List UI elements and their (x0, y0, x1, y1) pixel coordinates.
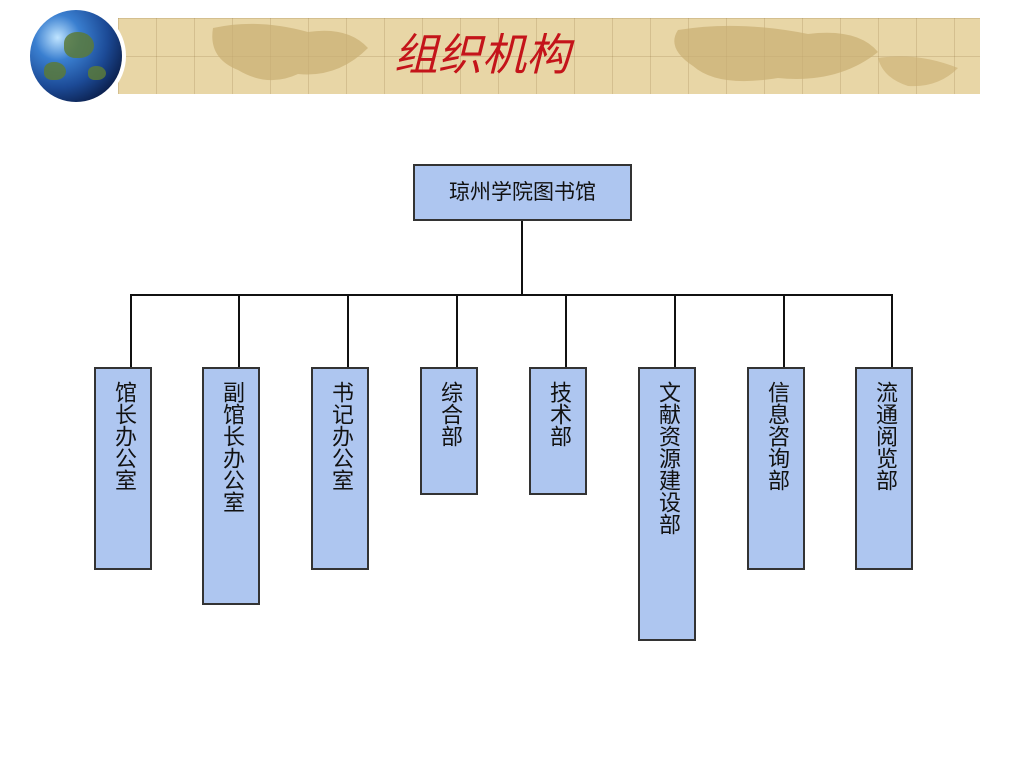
world-map-graphic (212, 23, 958, 87)
dept-node-information-consulting: 信息咨询部 (747, 367, 805, 570)
dept-node-technology: 技术部 (529, 367, 587, 495)
dept-node-collection-development: 文献资源建设部 (638, 367, 696, 641)
dept-node-circulation-reading: 流通阅览部 (855, 367, 913, 570)
dept-node-director-office: 馆长办公室 (94, 367, 152, 570)
drop-line (130, 294, 132, 367)
dept-node-general-affairs: 综合部 (420, 367, 478, 495)
drop-line (238, 294, 240, 367)
globe-logo (30, 10, 122, 102)
drop-line (674, 294, 676, 367)
drop-line (891, 294, 893, 367)
dept-node-secretary-office: 书记办公室 (311, 367, 369, 570)
drop-line (347, 294, 349, 367)
branch-bar (130, 294, 893, 296)
root-connector (521, 221, 523, 295)
page-title: 组织机构 (394, 30, 570, 81)
org-root-node: 琼州学院图书馆 (413, 164, 632, 221)
header-banner (118, 18, 980, 94)
dept-node-deputy-director-office: 副馆长办公室 (202, 367, 260, 605)
drop-line (456, 294, 458, 367)
drop-line (783, 294, 785, 367)
drop-line (565, 294, 567, 367)
